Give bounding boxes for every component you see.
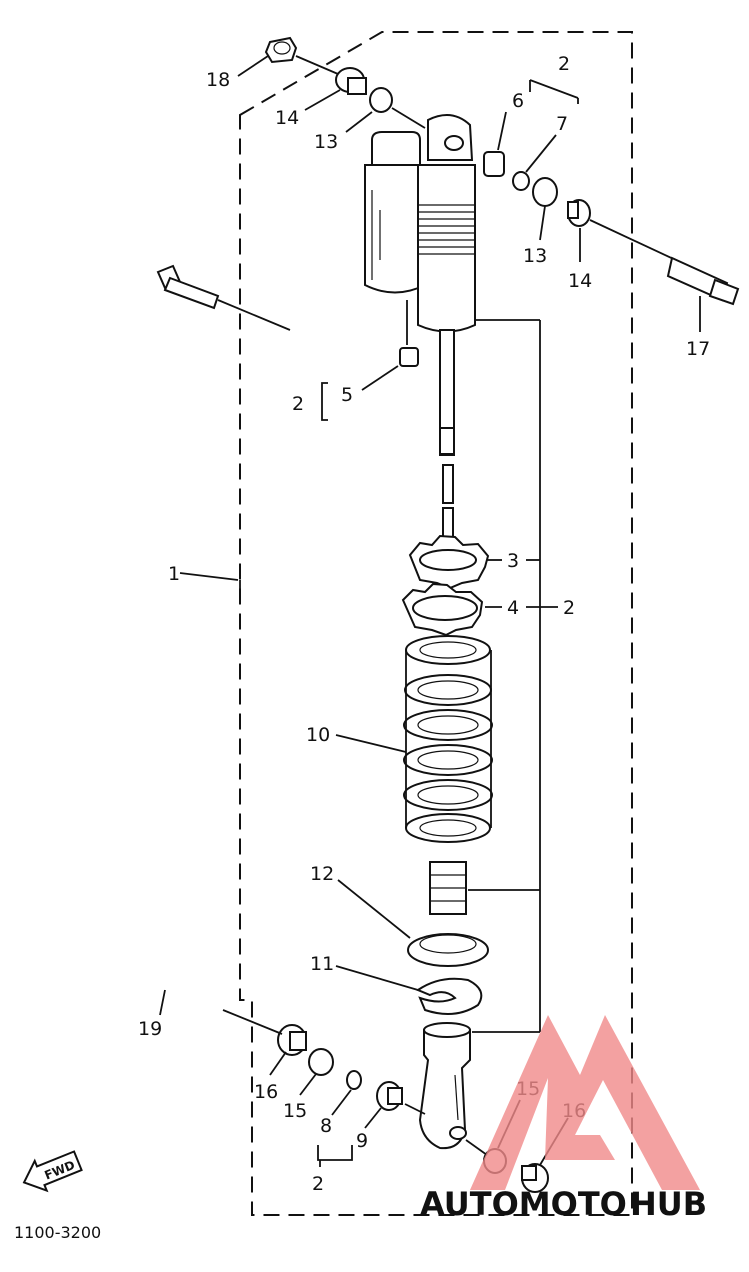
preload-thread bbox=[418, 204, 475, 255]
lower-bolt bbox=[156, 264, 291, 331]
watermark: AUTOMOTO HUB bbox=[420, 1015, 707, 1223]
label-8: 8 bbox=[320, 1115, 332, 1137]
bump-rubber bbox=[429, 861, 467, 915]
label-6: 6 bbox=[512, 90, 524, 112]
upper-left-seal bbox=[369, 87, 393, 113]
label-13-upper-left: 13 bbox=[314, 131, 338, 153]
label-19: 19 bbox=[138, 1018, 162, 1040]
watermark-word-b: HUB bbox=[630, 1185, 707, 1223]
reservoir bbox=[364, 131, 426, 294]
lower-clevis bbox=[418, 1022, 471, 1150]
watermark-triangle-icon bbox=[470, 1015, 700, 1190]
label-10: 10 bbox=[306, 724, 330, 746]
upper-left-collar bbox=[335, 67, 367, 95]
shock-body bbox=[417, 114, 476, 456]
label-2-left: 2 bbox=[292, 393, 304, 415]
lower-circlip bbox=[346, 1070, 362, 1090]
label-4: 4 bbox=[507, 597, 519, 619]
label-17: 17 bbox=[686, 338, 710, 360]
label-12: 12 bbox=[310, 863, 334, 885]
label-14-upper-right: 14 bbox=[568, 270, 592, 292]
label-14-upper-left: 14 bbox=[275, 107, 299, 129]
lower-right-collar bbox=[521, 1163, 549, 1193]
label-13-upper-right: 13 bbox=[523, 245, 547, 267]
upper-left-bolt-head bbox=[264, 36, 298, 64]
label-2-top: 2 bbox=[558, 53, 570, 75]
label-1: 1 bbox=[168, 563, 180, 585]
spring-seat bbox=[407, 933, 489, 967]
upper-right-collar bbox=[567, 199, 591, 227]
fwd-arrow: FWD bbox=[22, 1150, 83, 1193]
damper-pin bbox=[442, 464, 454, 504]
part-code: 1100-3200 bbox=[14, 1223, 101, 1242]
label-3: 3 bbox=[507, 550, 519, 572]
lower-left-collar bbox=[277, 1024, 307, 1056]
spring-guide bbox=[415, 977, 483, 1015]
upper-bolt bbox=[589, 219, 740, 306]
label-15-lower-left: 15 bbox=[283, 1100, 307, 1122]
coil-spring bbox=[403, 635, 493, 843]
upper-bush bbox=[483, 151, 505, 177]
leader-lines bbox=[159, 55, 701, 1167]
reservoir-nut bbox=[399, 347, 419, 367]
label-9: 9 bbox=[356, 1130, 368, 1152]
watermark-word-a: AUTOMOTO bbox=[420, 1185, 627, 1223]
label-7: 7 bbox=[556, 113, 568, 135]
label-5: 5 bbox=[341, 384, 353, 406]
ring-nut-upper bbox=[408, 534, 490, 590]
label-2-bottom: 2 bbox=[312, 1173, 324, 1195]
label-16-lower-left: 16 bbox=[254, 1081, 278, 1103]
label-18: 18 bbox=[206, 69, 230, 91]
ring-nut-lower bbox=[401, 582, 484, 637]
label-11: 11 bbox=[310, 953, 334, 975]
upper-circlip bbox=[512, 171, 530, 191]
upper-right-seal bbox=[532, 177, 558, 207]
assembly-boundary bbox=[239, 31, 633, 1216]
lower-bush bbox=[376, 1081, 403, 1111]
label-2-right: 2 bbox=[563, 597, 575, 619]
lower-left-seal bbox=[308, 1048, 334, 1076]
